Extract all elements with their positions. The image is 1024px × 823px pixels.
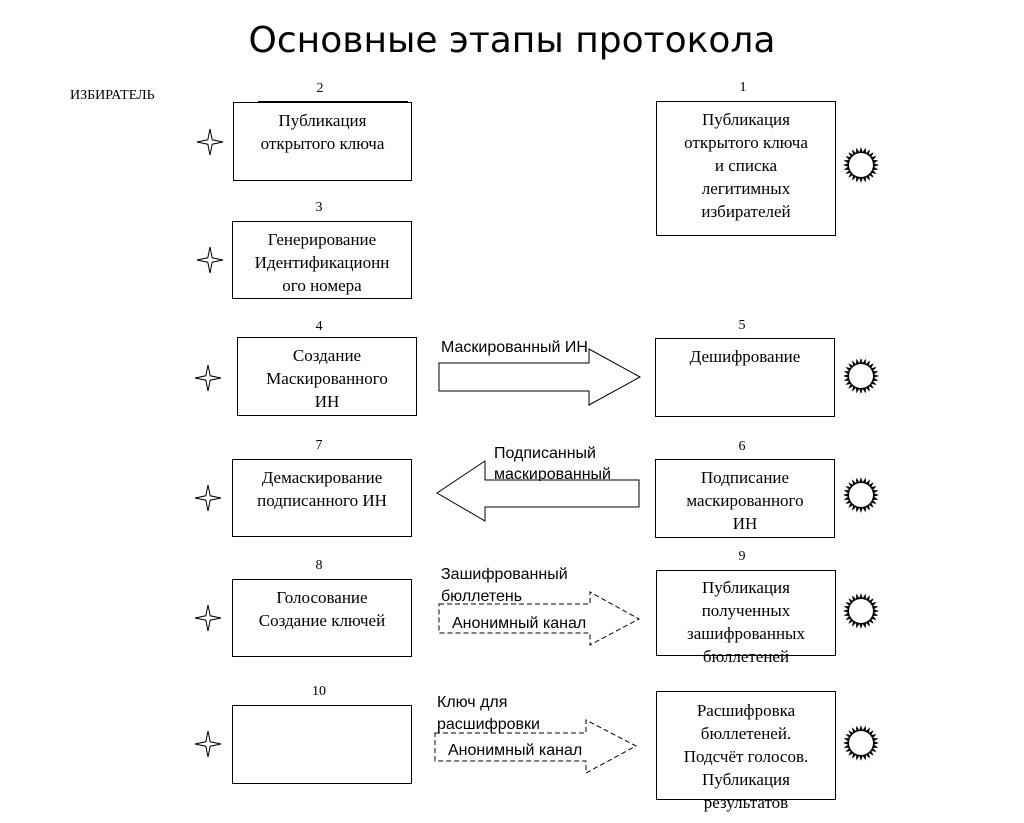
four-point-star-icon	[194, 364, 222, 392]
step-7-line-1: Демаскирование	[261, 468, 383, 487]
sunburst-center	[849, 483, 873, 507]
step-6-line-2: маскированного	[686, 491, 804, 510]
step-5-line-1: Дешифрование	[689, 347, 801, 366]
step-box-9: Публикация полученных зашифрованных бюлл…	[656, 570, 836, 666]
step-4-line-2: Маскированного	[266, 369, 388, 388]
arrow-decryption-key	[434, 719, 638, 774]
step-6-line-1: Подписание	[700, 468, 790, 487]
step-9-line-3: зашифрованных	[687, 624, 805, 643]
step-box-6: Подписание маскированного ИН	[655, 459, 835, 538]
step-number-8: 8	[315, 558, 323, 573]
divider-line	[258, 101, 408, 102]
step-6-line-3: ИН	[732, 514, 758, 533]
step-8-line-2: Создание ключей	[258, 611, 386, 630]
sunburst-center	[849, 364, 873, 388]
step-4-line-1: Создание	[292, 346, 362, 365]
step-number-3: 3	[315, 200, 323, 215]
step-1-line-3: и списка	[714, 156, 778, 175]
step-box-11: Расшифровка бюллетеней. Подсчёт голосов.…	[656, 691, 836, 812]
sunburst-icon	[843, 477, 879, 513]
step-box-4: Создание Маскированного ИН	[237, 337, 417, 416]
step-number-5: 5	[738, 318, 746, 333]
arrow-label-key-2: расшифровки	[437, 716, 540, 733]
sunburst-icon	[843, 725, 879, 761]
step-1-line-1: Публикация	[702, 110, 790, 129]
sunburst-icon	[843, 593, 879, 629]
step-11-line-5: результатов	[703, 793, 789, 812]
arrow-masked-id	[438, 348, 642, 406]
step-3-line-3: ого номера	[282, 276, 362, 295]
arrow-signed-masked	[436, 460, 640, 522]
step-1-line-4: легитимных	[701, 179, 791, 198]
step-2-line-2: открытого ключа	[260, 134, 385, 153]
step-9-line-1: Публикация	[702, 578, 790, 597]
arrow-encrypted-ballot	[438, 591, 641, 646]
sunburst-center	[849, 731, 873, 755]
sunburst-icon	[843, 358, 879, 394]
step-box-3: Генерирование Идентификационн ого номера	[232, 221, 412, 299]
step-number-10: 10	[312, 684, 326, 699]
step-number-9: 9	[738, 549, 746, 564]
step-11-line-1: Расшифровка	[696, 701, 796, 720]
step-box-7: Демаскирование подписанного ИН	[232, 459, 412, 537]
step-7-line-2: подписанного ИН	[257, 491, 387, 510]
step-9-line-2: полученных	[701, 601, 791, 620]
step-11-line-4: Публикация	[702, 770, 790, 789]
step-box-10	[232, 705, 412, 784]
sunburst-center	[849, 599, 873, 623]
step-8-line-1: Голосование	[276, 588, 368, 607]
four-point-star-icon	[196, 128, 224, 156]
step-number-1: 1	[739, 80, 747, 95]
four-point-star-icon	[194, 730, 222, 758]
step-box-2: Публикация открытого ключа	[233, 102, 412, 181]
arrow-label-signed-2: маскированный	[494, 466, 611, 481]
four-point-star-icon	[196, 246, 224, 274]
arrow-label-signed-1: Подписанный	[494, 445, 596, 462]
step-11-line-3: Подсчёт голосов.	[683, 747, 809, 766]
step-3-line-1: Генерирование	[267, 230, 377, 249]
step-1-line-5: избирателей	[701, 202, 791, 221]
four-point-star-icon	[194, 604, 222, 632]
sunburst-center	[849, 153, 873, 177]
step-3-line-2: Идентификационн	[254, 253, 390, 272]
step-number-6: 6	[738, 439, 746, 454]
arrow-label-masked-id: Маскированный ИН	[441, 339, 588, 356]
step-11-line-2: бюллетеней.	[700, 724, 792, 743]
step-number-2: 2	[316, 81, 324, 96]
step-number-4: 4	[315, 319, 323, 334]
four-point-star-icon	[194, 484, 222, 512]
step-1-line-2: открытого ключа	[684, 133, 808, 152]
arrow-label-channel-1: Анонимный канал	[452, 615, 587, 632]
step-9-line-4: бюллетеней	[702, 647, 790, 666]
sunburst-icon	[843, 147, 879, 183]
step-number-7: 7	[315, 438, 323, 453]
arrow-label-encrypted-1: Зашифрованный	[441, 566, 568, 583]
step-4-line-3: ИН	[314, 392, 340, 411]
step-2-line-1: Публикация	[278, 111, 367, 130]
page-title: Основные этапы протокола	[248, 20, 776, 61]
step-box-5: Дешифрование	[655, 338, 835, 417]
arrow-label-channel-2: Анонимный канал	[448, 742, 583, 759]
arrow-label-encrypted-2: бюллетень	[441, 588, 523, 605]
step-box-8: Голосование Создание ключей	[232, 579, 412, 657]
step-box-1: Публикация открытого ключа и списка леги…	[656, 101, 836, 236]
arrow-label-key-1: Ключ для	[437, 694, 508, 711]
voter-label: ИЗБИРАТЕЛЬ	[70, 88, 155, 103]
